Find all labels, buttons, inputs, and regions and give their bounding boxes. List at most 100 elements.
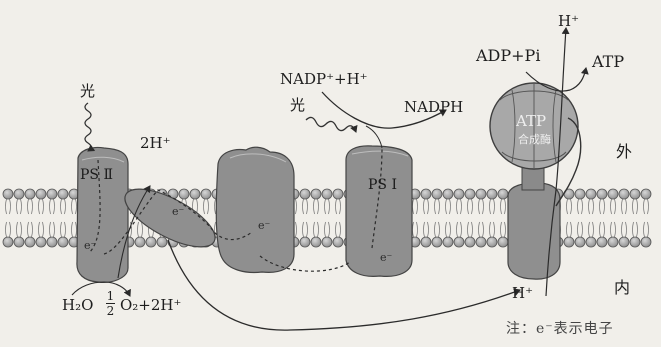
lipid-head <box>597 237 607 247</box>
lipid-head <box>333 189 343 199</box>
lipid-tail <box>28 199 33 214</box>
lipid-tail <box>589 222 594 237</box>
lipid-tail <box>600 199 605 214</box>
lipid-tail <box>50 222 55 237</box>
fraction-denominator: 2 <box>107 305 115 317</box>
lipid-tail <box>501 199 506 214</box>
electron-label-ps1: e⁻ <box>380 252 392 263</box>
lipid-head <box>454 237 464 247</box>
lipid-tail <box>633 222 638 237</box>
lipid-head <box>179 189 189 199</box>
lipid-tail <box>17 222 22 237</box>
water-label: H₂O <box>62 298 93 313</box>
lipid-tail <box>61 222 66 237</box>
lipid-tail <box>457 222 462 237</box>
lipid-head <box>586 189 596 199</box>
lipid-tail <box>72 222 77 237</box>
lipid-tail <box>336 199 341 214</box>
lipid-head <box>498 237 508 247</box>
lipid-tail <box>424 222 429 237</box>
lipid-tail <box>479 199 484 214</box>
lipid-tail <box>325 222 330 237</box>
lipid-tail <box>28 222 33 237</box>
half-fraction: 1 2 <box>106 290 115 317</box>
lipid-head <box>300 237 310 247</box>
lipid-head <box>630 237 640 247</box>
lipid-tail <box>424 199 429 214</box>
lipid-head <box>14 237 24 247</box>
lipid-tail <box>468 199 473 214</box>
lipid-tail <box>490 199 495 214</box>
lipid-head <box>432 237 442 247</box>
lipid-tail <box>490 222 495 237</box>
lipid-tail <box>578 222 583 237</box>
lipid-head <box>619 237 629 247</box>
lipid-head <box>443 189 453 199</box>
legend-note: 注：e⁻表示电子 <box>506 322 614 336</box>
lipid-head <box>146 237 156 247</box>
proton-top-label: H⁺ <box>558 14 579 29</box>
electron-label-pq: e⁻ <box>172 206 184 217</box>
lipid-tail <box>578 199 583 214</box>
lipid-head <box>36 237 46 247</box>
lipid-tail <box>446 222 451 237</box>
lipid-head <box>443 237 453 247</box>
water-split-arrow <box>72 282 130 296</box>
lipid-tail <box>413 199 418 214</box>
lipid-head <box>641 237 651 247</box>
lipid-tail <box>39 222 44 237</box>
lipid-head <box>47 189 57 199</box>
lipid-tail <box>314 199 319 214</box>
lipid-head <box>47 237 57 247</box>
inside-label: 内 <box>614 280 630 296</box>
lipid-head <box>58 237 68 247</box>
lipid-head <box>201 189 211 199</box>
lipid-tail <box>6 199 11 214</box>
lipid-head <box>465 189 475 199</box>
lipid-tail <box>435 222 440 237</box>
lipid-head <box>322 189 332 199</box>
two-protons-label: 2H⁺ <box>140 136 171 151</box>
lipid-tail <box>479 222 484 237</box>
lipid-head <box>564 237 574 247</box>
lipid-tail <box>303 222 308 237</box>
lipid-head <box>135 237 145 247</box>
lipid-head <box>190 189 200 199</box>
lipid-head <box>630 189 640 199</box>
lipid-tail <box>336 222 341 237</box>
lipid-tail <box>61 199 66 214</box>
lipid-head <box>498 189 508 199</box>
nadph-label: NADPH <box>404 100 463 115</box>
lipid-tail <box>303 199 308 214</box>
lipid-tail <box>6 222 11 237</box>
lipid-tail <box>622 222 627 237</box>
light-wave-left <box>85 103 91 151</box>
lipid-tail <box>622 199 627 214</box>
nadp-link <box>366 126 382 148</box>
lipid-head <box>157 237 167 247</box>
lipid-head <box>421 237 431 247</box>
lipid-head <box>575 237 585 247</box>
lipid-head <box>608 237 618 247</box>
proton-bottom-label: H⁺ <box>512 286 533 301</box>
lipid-tail <box>138 222 143 237</box>
outside-label: 外 <box>616 144 632 160</box>
ps1-label: PS Ⅰ <box>368 178 397 192</box>
lipid-tail <box>413 222 418 237</box>
lipid-head <box>597 189 607 199</box>
lipid-tail <box>600 222 605 237</box>
light-label-right: 光 <box>290 98 305 113</box>
electron-label-ps2: e⁻ <box>84 240 96 251</box>
lipid-head <box>311 189 321 199</box>
lipid-tail <box>435 199 440 214</box>
lipid-head <box>487 237 497 247</box>
adp-pi-label: ADP+Pi <box>476 48 540 64</box>
lipid-head <box>300 189 310 199</box>
lipid-head <box>476 237 486 247</box>
lipid-tail <box>501 222 506 237</box>
light-label-left: 光 <box>80 84 95 99</box>
cytochrome-complex <box>216 147 294 272</box>
photosystem-1 <box>346 146 412 277</box>
lipid-head <box>311 237 321 247</box>
light-wave-right <box>306 117 356 132</box>
